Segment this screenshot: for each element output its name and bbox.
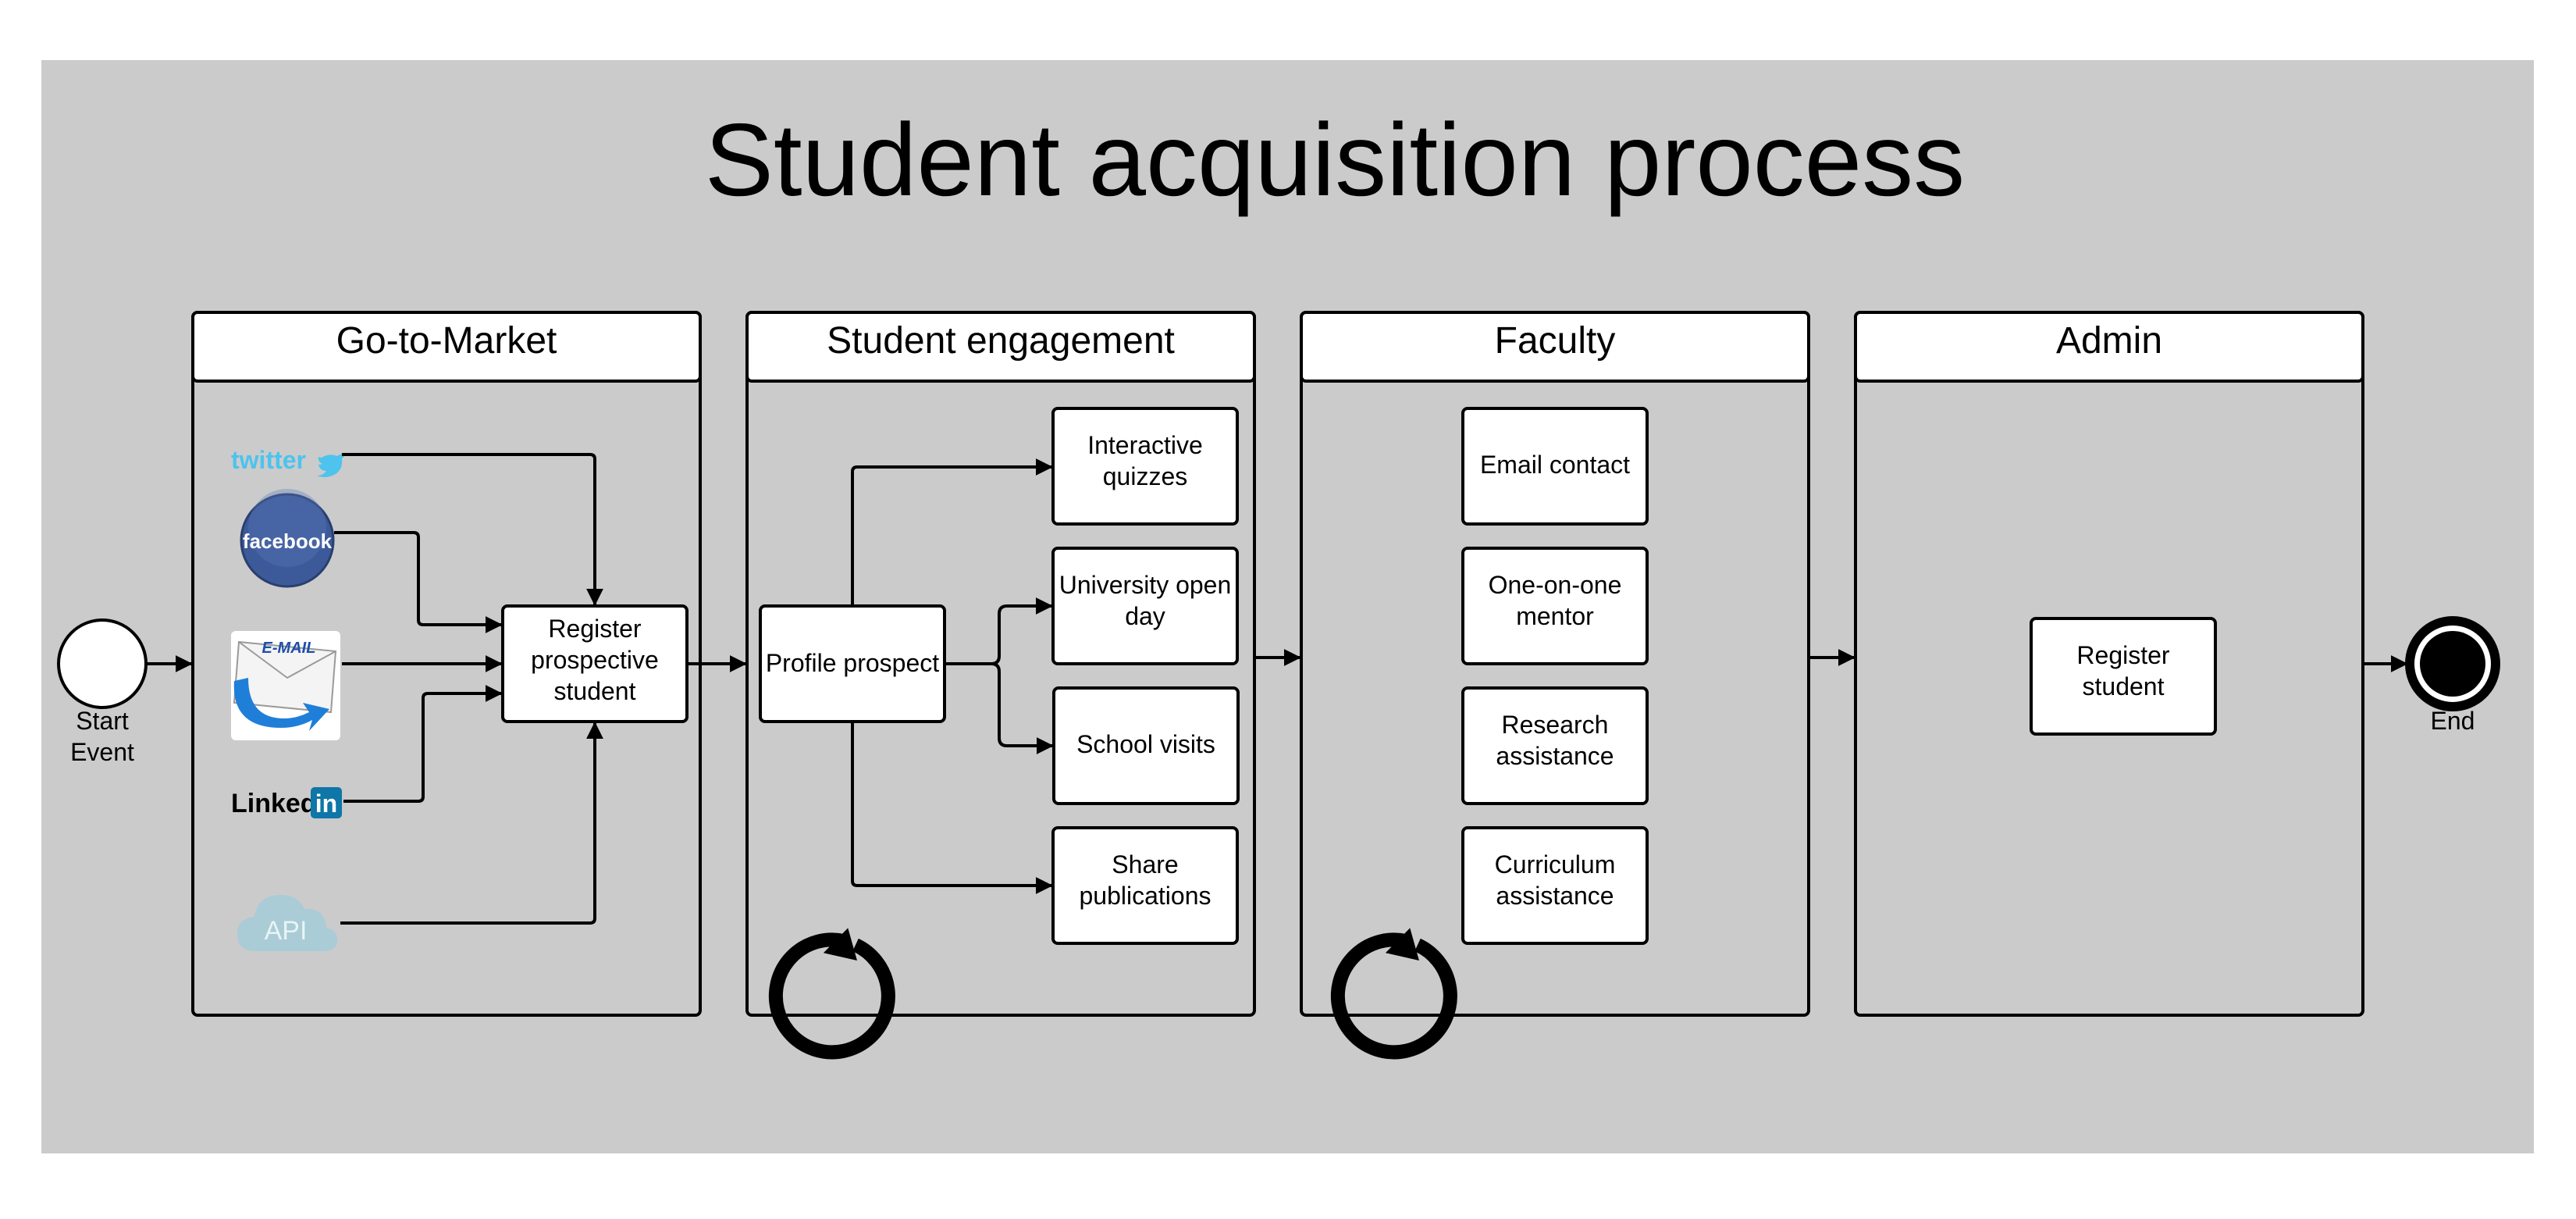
linkedin-logo-text: Linked (231, 789, 317, 818)
start-event[interactable]: Start Event (57, 618, 148, 766)
linkedin-icon: Linked in (231, 787, 342, 818)
task-register-prospective-student[interactable]: Register prospective student (501, 604, 688, 723)
task-university-open-day[interactable]: University open day (1051, 547, 1239, 665)
task-share-publications[interactable]: Share publications (1051, 826, 1239, 945)
task-label-line: Share (1112, 850, 1178, 879)
api-cloud-icon: API (237, 895, 338, 951)
flow-arrow (342, 453, 603, 606)
loop-marker-icon (1330, 928, 1457, 1060)
task-label-line: student (2083, 672, 2165, 700)
task-label-line: Interactive (1087, 431, 1203, 459)
task-research-assistance[interactable]: Research assistance (1461, 686, 1649, 805)
task-label-line: Register (548, 615, 642, 643)
start-event-label-line2: Event (70, 738, 134, 766)
task-label-line: prospective (531, 646, 659, 674)
connectors (146, 453, 2408, 925)
task-label-line: University open (1059, 571, 1232, 599)
email-arrow-icon (233, 678, 329, 731)
task-interactive-quizzes[interactable]: Interactive quizzes (1051, 407, 1239, 526)
start-event-label-line1: Start (76, 707, 129, 735)
flow-arrow (343, 685, 503, 803)
lane-go-to-market: Go-to-Market (191, 311, 702, 1017)
lane-admin: Admin (1854, 311, 2364, 1017)
lane-title-student-engagement: Student engagement (827, 320, 1175, 362)
task-register-student[interactable]: Register student (2030, 617, 2217, 736)
task-label-line: Register (2076, 641, 2170, 669)
flow-arrow (340, 722, 603, 925)
task-profile-prospect[interactable]: Profile prospect (759, 604, 946, 723)
twitter-icon: twitter (231, 446, 347, 477)
flow-arrow (851, 458, 1053, 604)
task-label-line: mentor (1516, 602, 1594, 630)
task-label-line: publications (1080, 882, 1212, 910)
lane-student-engagement: Student engagement (745, 311, 1256, 1017)
task-label-line: Curriculum (1495, 850, 1616, 879)
linkedin-badge-text: in (315, 789, 337, 818)
task-label-line: quizzes (1103, 462, 1188, 490)
email-logo-text: E-MAIL (262, 640, 316, 657)
email-icon: E-MAIL (231, 631, 340, 740)
flow-arrow (851, 723, 1053, 894)
diagram-title: Student acquisition process (705, 102, 1965, 217)
twitter-logo-text: twitter (231, 446, 306, 474)
task-label-line: Email contact (1480, 451, 1630, 479)
flow-arrow (334, 531, 503, 633)
facebook-icon: facebook (240, 489, 335, 588)
lane-faculty: Faculty (1300, 311, 1810, 1017)
task-label-line: Profile prospect (766, 649, 939, 677)
task-school-visits[interactable]: School visits (1052, 686, 1240, 805)
flow-arrow (991, 662, 1054, 754)
lane-title-admin: Admin (2056, 320, 2162, 362)
lane-title-go-to-market: Go-to-Market (336, 320, 557, 362)
task-one-on-one-mentor[interactable]: One-on-one mentor (1461, 547, 1649, 665)
task-label-line: Research (1502, 711, 1609, 739)
task-curriculum-assistance[interactable]: Curriculum assistance (1461, 826, 1649, 945)
facebook-logo-text: facebook (243, 529, 333, 553)
end-event[interactable]: End (2405, 616, 2500, 735)
task-label-line: assistance (1496, 882, 1614, 910)
end-event-label: End (2431, 707, 2475, 735)
background-panel (41, 60, 2534, 1153)
task-email-contact[interactable]: Email contact (1461, 407, 1649, 526)
task-label-line: One-on-one (1489, 571, 1622, 599)
task-label-line: School visits (1076, 730, 1215, 758)
task-label-line: student (554, 677, 636, 705)
task-label-line: day (1125, 602, 1165, 630)
loop-marker-icon (768, 928, 895, 1060)
task-label-line: assistance (1496, 742, 1614, 770)
lane-title-faculty: Faculty (1495, 320, 1616, 362)
twitter-bird-icon (317, 453, 347, 477)
api-logo-text: API (265, 916, 308, 946)
